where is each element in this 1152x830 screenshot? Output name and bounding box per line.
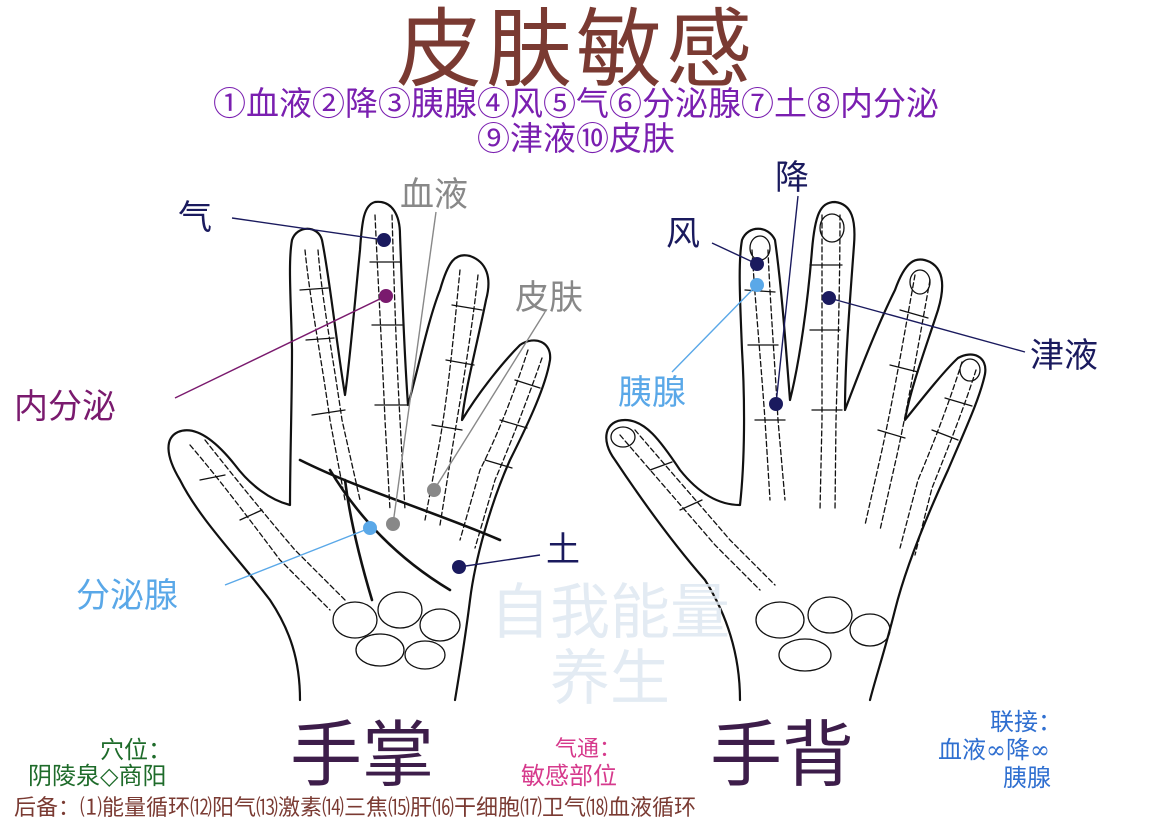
point-qi bbox=[377, 233, 391, 247]
leader-endocrine bbox=[174, 295, 387, 399]
label-blood: 血液 bbox=[400, 175, 468, 215]
palm-title: 手掌 bbox=[290, 713, 435, 797]
link-value-line2: 胰腺 bbox=[1003, 764, 1051, 792]
page-title: 皮肤敏感 bbox=[396, 0, 756, 100]
point-secretory bbox=[363, 521, 377, 535]
leader-pancreas bbox=[671, 284, 758, 373]
back-title: 手背 bbox=[710, 713, 855, 797]
link-heading: 联接： bbox=[990, 708, 1062, 736]
watermark-line2: 养生 bbox=[550, 644, 670, 714]
footer-backup-list: 后备：⑴能量循环⑿阳气⒀激素⒁三焦⒂肝⒃干细胞⒄卫气⒅血液循环 bbox=[14, 796, 697, 821]
leader-wind bbox=[711, 242, 758, 265]
point-endocrine bbox=[379, 289, 393, 303]
label-qi: 气 bbox=[178, 198, 212, 238]
palm-hand-outline bbox=[167, 200, 552, 702]
label-pancreas: 胰腺 bbox=[618, 373, 686, 413]
label-secretory-gland: 分泌腺 bbox=[76, 576, 178, 616]
point-blood bbox=[386, 517, 400, 531]
label-skin: 皮肤 bbox=[515, 278, 583, 318]
leader-descend bbox=[775, 195, 799, 405]
leader-fluid bbox=[828, 297, 1026, 353]
points-list-line1: ①血液②降③胰腺④风⑤气⑥分泌腺⑦土⑧内分泌 bbox=[213, 84, 939, 123]
watermark-line1: 自我能量 bbox=[490, 578, 730, 648]
leader-qi bbox=[231, 217, 385, 241]
leader-blood bbox=[392, 211, 437, 525]
label-body-fluid: 津液 bbox=[1030, 336, 1098, 376]
point-wind bbox=[750, 257, 764, 271]
point-earth bbox=[452, 560, 466, 574]
leader-skin bbox=[433, 311, 546, 491]
link-value-line1: 血液∞降∞ bbox=[938, 736, 1050, 764]
point-pancreas bbox=[750, 278, 764, 292]
label-wind: 风 bbox=[666, 214, 700, 254]
point-skin bbox=[427, 483, 441, 497]
acupoint-heading: 穴位： bbox=[100, 736, 172, 764]
point-descend bbox=[769, 397, 783, 411]
label-earth: 土 bbox=[546, 530, 580, 570]
label-descend: 降 bbox=[775, 158, 809, 198]
watermark: 自我能量 养生 bbox=[420, 580, 800, 712]
back-hand-outline bbox=[605, 200, 987, 702]
point-fluid bbox=[822, 291, 836, 305]
qi-through-value: 敏感部位 bbox=[521, 762, 617, 790]
label-endocrine: 内分泌 bbox=[14, 387, 116, 427]
leader-secretory bbox=[224, 527, 371, 586]
acupoint-value: 阴陵泉◇商阳 bbox=[28, 762, 167, 790]
leader-earth bbox=[458, 554, 541, 568]
qi-through-heading: 气通： bbox=[555, 737, 622, 762]
points-list-line2: ⑨津液⑩皮肤 bbox=[477, 119, 675, 158]
